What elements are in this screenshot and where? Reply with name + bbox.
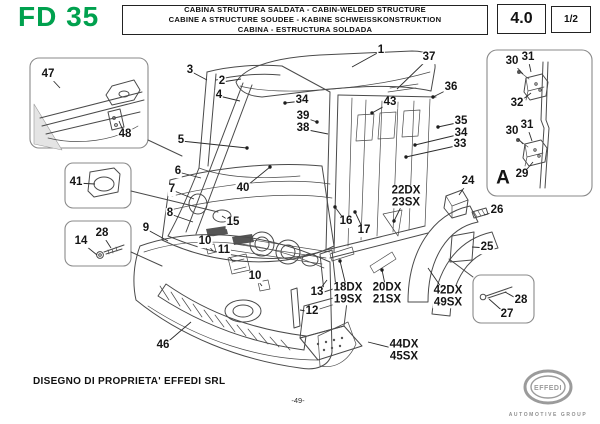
title-box: CABINA STRUTTURA SALDATA - CABIN-WELDED … xyxy=(122,5,488,35)
part-label-24: 24 xyxy=(460,175,476,188)
sheet-indicator: 1/2 xyxy=(551,6,591,33)
part-label-14: 14 xyxy=(73,235,89,248)
part-label-31: 31 xyxy=(520,51,536,64)
part-label-1: 1 xyxy=(376,44,386,57)
part-label-36: 36 xyxy=(443,81,459,94)
part-label-5: 5 xyxy=(176,134,186,147)
part-label-12: 12 xyxy=(304,305,320,318)
part-label-31: 31 xyxy=(519,119,535,132)
part-label-22dx-23sx: 22DX 23SX xyxy=(390,184,422,209)
part-label-2: 2 xyxy=(217,75,227,88)
inset-screws-14-28 xyxy=(64,220,163,267)
part-label-8: 8 xyxy=(165,207,175,220)
part-label-37: 37 xyxy=(421,51,437,64)
part-label-32: 32 xyxy=(509,97,525,110)
part-label-26: 26 xyxy=(489,204,505,217)
title-line-3: CABINA - ESTRUCTURA SOLDADA xyxy=(237,25,373,35)
part-label-28: 28 xyxy=(94,227,110,240)
part-label-20dx-21sx: 20DX 21SX xyxy=(371,281,403,306)
front-panel-drawing xyxy=(161,164,335,292)
part-label-9: 9 xyxy=(141,222,151,235)
part-label-30: 30 xyxy=(504,125,520,138)
logo-subtitle: AUTOMOTIVE GROUP xyxy=(508,412,588,418)
model-code: FD 35 xyxy=(18,1,100,32)
part-label-16: 16 xyxy=(338,215,354,228)
inset-windshield-brackets xyxy=(29,57,183,157)
part-label-38: 38 xyxy=(295,122,311,135)
part-label-10: 10 xyxy=(197,235,213,248)
part-label-48: 48 xyxy=(117,128,133,141)
roof-panel-drawing xyxy=(235,50,436,98)
effedi-logo-text: EFFEDI xyxy=(534,385,562,392)
part-label-28: 28 xyxy=(513,294,529,307)
effedi-logo: EFFEDI AUTOMOTIVE GROUP xyxy=(508,368,588,418)
part-label-15: 15 xyxy=(225,216,241,229)
part-label-4: 4 xyxy=(214,89,224,102)
part-label-30: 30 xyxy=(504,55,520,68)
inset-detail-a-hinges xyxy=(486,49,593,197)
part-label-18dx-19sx: 18DX 19SX xyxy=(332,281,364,306)
part-label-3: 3 xyxy=(185,64,195,77)
front-bumper-drawing xyxy=(133,234,357,370)
title-line-1: CABINA STRUTTURA SALDATA - CABIN-WELDED … xyxy=(184,4,426,14)
section-number: 4.0 xyxy=(497,4,546,34)
page-number: -49- xyxy=(291,396,305,405)
part-label-10: 10 xyxy=(247,270,263,283)
part-label-11: 11 xyxy=(216,244,232,257)
part-label-35: 35 xyxy=(453,115,469,128)
part-label-33: 33 xyxy=(452,138,468,151)
property-notice: DISEGNO DI PROPRIETA' EFFEDI SRL xyxy=(33,376,226,387)
part-label-39: 39 xyxy=(295,110,311,123)
part-label-25: 25 xyxy=(479,241,495,254)
part-label-29: 29 xyxy=(514,168,530,181)
part-label-47: 47 xyxy=(40,68,56,81)
part-label-44dx-45sx: 44DX 45SX xyxy=(388,338,420,363)
part-label-42dx-49sx: 42DX 49SX xyxy=(432,284,464,309)
part-label-40: 40 xyxy=(235,182,251,195)
title-line-2: CABINE A STRUCTURE SOUDEE - KABINE SCHWE… xyxy=(168,15,442,24)
part-label-a: A xyxy=(495,167,511,189)
part-label-41: 41 xyxy=(68,176,84,189)
part-label-43: 43 xyxy=(382,96,398,109)
part-label-13: 13 xyxy=(309,286,325,299)
part-label-34: 34 xyxy=(453,127,469,140)
wheel-arch-parts-drawing xyxy=(407,189,499,317)
part-label-17: 17 xyxy=(356,224,372,237)
part-label-46: 46 xyxy=(155,339,171,352)
part-label-27: 27 xyxy=(499,308,515,321)
effedi-logo-mark: EFFEDI xyxy=(523,369,573,405)
inset-lamp-bezel xyxy=(64,162,219,213)
part-label-7: 7 xyxy=(167,183,177,196)
part-label-6: 6 xyxy=(173,165,183,178)
part-label-34: 34 xyxy=(294,94,310,107)
